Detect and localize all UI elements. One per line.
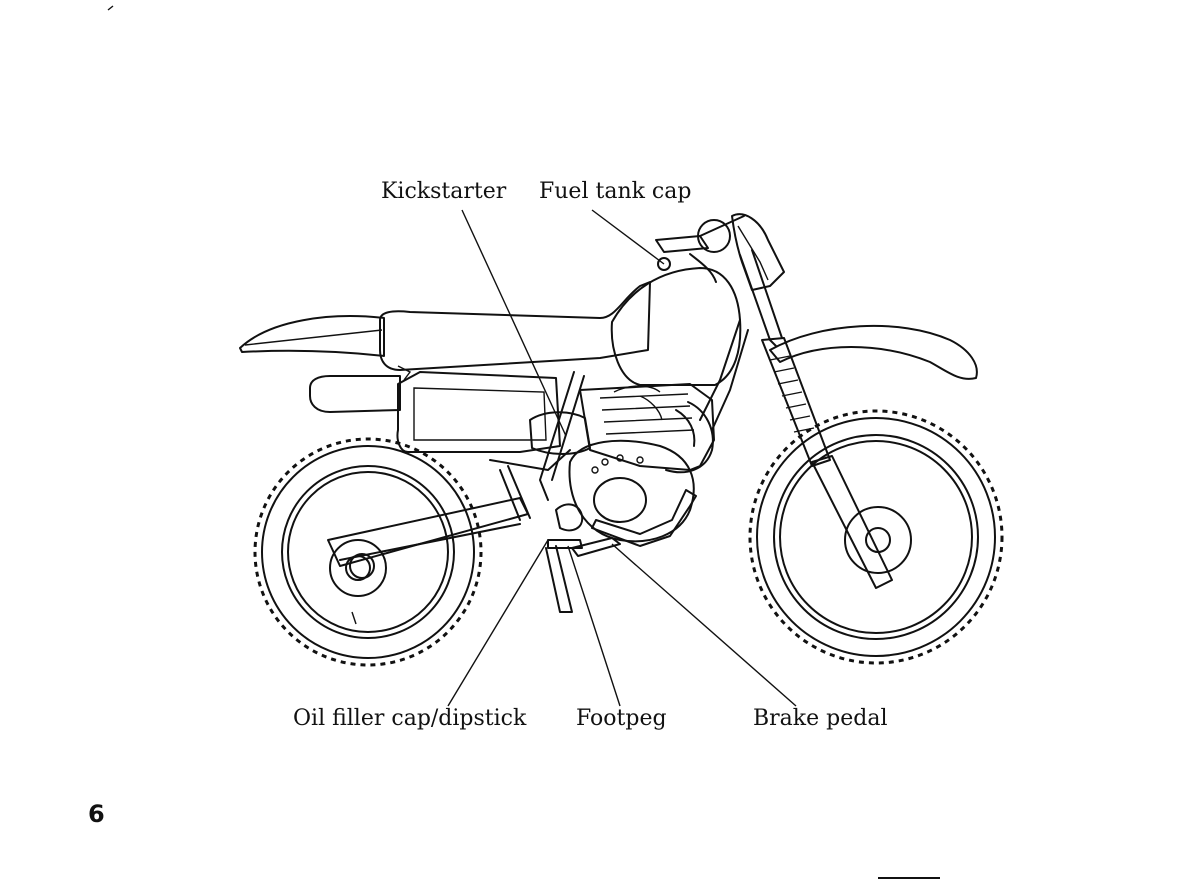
callout-oil-filler-cap-dipstick: Oil filler cap/dipstick	[293, 706, 527, 731]
fuel-tank-cap-part	[657, 257, 671, 271]
front-wheel	[748, 409, 1004, 665]
side-stand	[545, 545, 573, 613]
brake-pedal-part	[571, 537, 621, 557]
handlebar	[655, 215, 745, 283]
rear-wheel	[253, 437, 483, 667]
page-number: 6	[88, 800, 105, 828]
exhaust-pipe	[665, 401, 714, 474]
footer-rule	[878, 877, 940, 879]
callout-footpeg: Footpeg	[576, 706, 667, 731]
scan-mark	[107, 5, 114, 11]
leader-footpeg	[567, 545, 621, 707]
leader-oil-filler	[447, 539, 549, 707]
front-fender	[769, 324, 978, 380]
engine	[529, 383, 715, 547]
fuel-tank	[610, 267, 742, 386]
seat	[379, 281, 651, 371]
callout-kickstarter: Kickstarter	[381, 179, 507, 204]
footpeg-part	[547, 539, 583, 549]
leader-kickstarter	[461, 209, 567, 437]
rear-fender	[239, 315, 385, 357]
callout-fuel-tank-cap: Fuel tank cap	[539, 179, 692, 204]
air-box	[309, 375, 401, 413]
number-plate	[731, 213, 785, 291]
leader-brake-pedal	[611, 543, 797, 707]
callout-brake-pedal: Brake pedal	[753, 706, 888, 731]
frame	[489, 319, 749, 501]
leader-fuel-tank-cap	[591, 209, 665, 265]
skid-plate	[591, 489, 697, 547]
